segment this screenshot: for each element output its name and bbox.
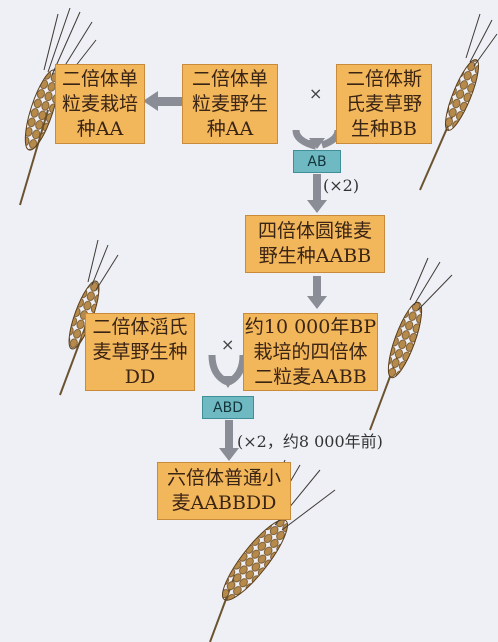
merge-arrow-ab-head <box>309 138 325 149</box>
flow-arrows <box>143 91 342 461</box>
wheat-ear-middle-left <box>59 239 119 396</box>
box-einkorn-cultivated: 二倍体单 粒麦栽培 种AA <box>55 64 145 144</box>
box-tauschii-wild: 二倍体滔氏 麦草野生种 DD <box>85 313 195 391</box>
arrow-domestication-shaft <box>156 97 184 106</box>
box-common-wheat: 六倍体普通小 麦AABBDD <box>157 462 291 520</box>
arrow-abd-down-shaft <box>225 420 233 450</box>
arrow-emmer-down-shaft <box>313 276 321 298</box>
merge-arrow-abd-head <box>220 376 236 388</box>
box-speltoides-wild: 二倍体斯 氏麦草野 生种BB <box>336 64 432 144</box>
note-doubling-2: (×2，约8 000年前) <box>237 432 383 451</box>
tag-ab: AB <box>293 150 341 173</box>
tag-abd: ABD <box>202 396 254 419</box>
wheat-ear-middle-right <box>369 257 453 431</box>
wheat-ear-top-right <box>419 13 498 191</box>
box-emmer-wild: 四倍体圆锥麦 野生种AABB <box>245 215 385 273</box>
arrow-ab-down-shaft <box>313 174 321 202</box>
box-emmer-cultivated: 约10 000年BP 栽培的四倍体 二粒麦AABB <box>243 313 378 391</box>
arrow-ab-down-head <box>307 200 327 213</box>
arrow-abd-down-head <box>219 448 239 461</box>
box-einkorn-wild: 二倍体单 粒麦野生 种AA <box>182 64 278 144</box>
cross-symbol-1: × <box>309 84 323 103</box>
note-doubling-1: (×2) <box>323 176 360 195</box>
arrow-emmer-down-head <box>307 296 327 309</box>
wheat-ear-bottom <box>209 459 336 642</box>
cross-symbol-2: × <box>221 335 235 354</box>
arrow-domestication-head <box>143 91 158 111</box>
